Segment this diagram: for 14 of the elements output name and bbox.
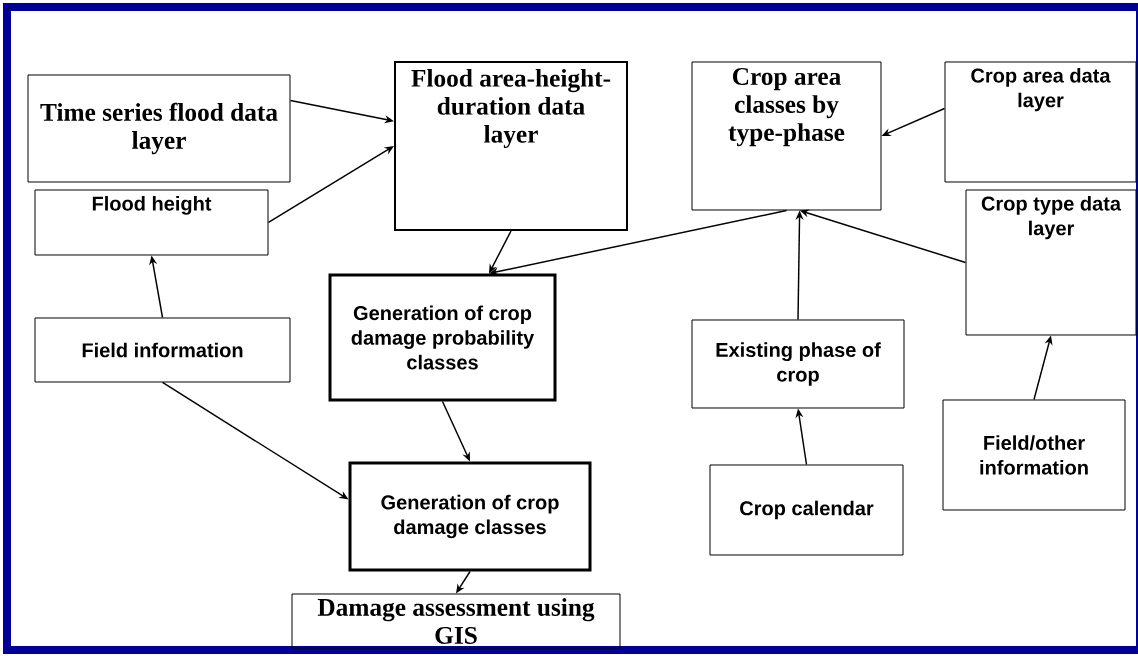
process-box: Existing phase of crop: [691, 319, 905, 409]
data-layer-box: Flood area-height-duration data layer: [394, 61, 628, 231]
process-box: Crop area data layer: [944, 61, 1137, 183]
process-box: Flood height: [34, 189, 269, 256]
process-box: Crop calendar: [709, 464, 904, 556]
process-box: Generation of crop damage probability classes: [328, 273, 557, 402]
data-layer-box: Damage assessment using GIS: [291, 593, 621, 649]
process-box: Field information: [34, 317, 291, 383]
process-box: Generation of crop damage classes: [348, 461, 592, 572]
data-layer-box: Time series flood data layer: [27, 74, 291, 183]
process-box: Field/other information: [942, 399, 1126, 511]
arrow: [267, 146, 394, 224]
data-layer-box: Crop area classes by type-phase: [691, 61, 882, 211]
process-box: Crop type data layer: [965, 189, 1137, 336]
